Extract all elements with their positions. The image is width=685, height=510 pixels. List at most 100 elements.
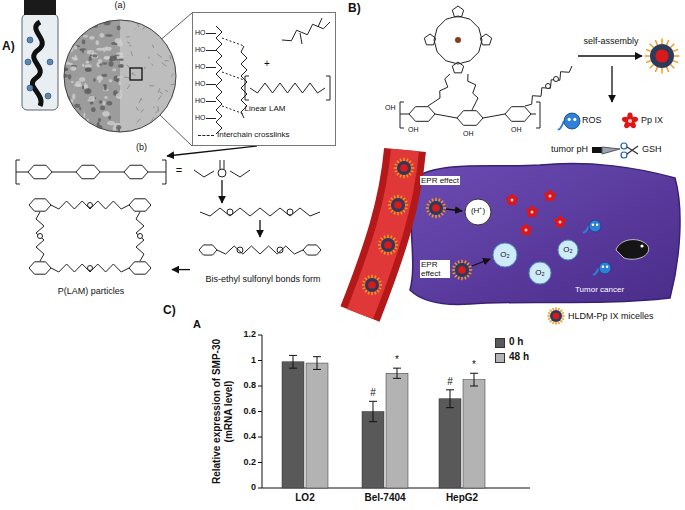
crosslink [222,38,244,46]
cell-eye [640,244,643,247]
texture-speck [99,64,102,66]
bond-line [300,33,302,44]
micelle-shell [673,61,678,63]
texture-speck [66,101,69,107]
sulfonyl-atom [88,266,93,271]
ros-body [599,262,611,274]
icon-label: tumor pH [538,144,588,154]
micelle-core [650,44,674,68]
petal [543,192,551,198]
micelle-shell [426,207,429,209]
texture-speck [70,66,76,70]
tick-mark [258,437,262,438]
lam-chain [216,26,222,134]
texture-speck [116,79,119,82]
micelle-shell [403,198,405,200]
ros-tail [593,268,599,274]
texture-fibre [127,42,130,44]
tick-label: 0 [234,482,256,492]
proton-label: (H⁺) [464,206,492,215]
micelle-icon [378,235,398,255]
texture-speck [62,68,68,71]
micelle-shell [650,64,654,68]
significance-mark: # [366,387,380,399]
ros-eye [606,266,608,268]
sugar-ring [29,199,51,211]
micelle-shell [410,171,413,172]
flower-center [531,211,534,214]
micelle-shell [439,214,440,217]
micelle-shell [442,211,445,212]
texture-speck [66,112,74,114]
petal [505,196,513,202]
texture-speck [116,125,121,129]
knife-handle [592,147,602,153]
petal [553,218,561,224]
vinyl-arm [230,170,250,177]
micelle-shell [363,288,366,289]
zoom-line [162,13,193,39]
dying-cell [616,240,649,260]
flower-center [559,221,562,224]
texture-fibre [164,122,166,126]
texture-speck [108,61,113,67]
atom-label: HO [195,97,209,105]
scissors-ring [621,152,627,158]
texture-fibre [144,67,146,70]
micelle-shell [389,201,392,202]
arrow [259,220,260,237]
sulfur-atom [227,209,233,215]
micelle-shell [378,288,381,289]
bond-line [220,160,221,169]
significance-mark: * [467,359,481,371]
micelle-shell [468,273,471,274]
node-shape [62,0,178,136]
axis-title: Relative expression of SMP-30 (mRNA leve… [211,331,234,491]
drug-core [400,164,408,172]
texture-speck [93,78,96,82]
texture-fibre [134,29,136,30]
micelle-icon [426,198,446,218]
texture-fibre [158,96,161,100]
micelle-core [455,263,469,277]
petal [621,116,631,124]
icon-label: Pp IX [641,115,677,125]
texture-fibre [127,84,130,89]
micelle-shell [465,261,466,264]
error-cap [446,407,454,408]
micelle-shell [453,273,456,274]
ppix-flower [519,224,532,237]
panel-letter: C) [163,304,183,318]
texture-fibre [149,21,151,24]
micelle-shell [452,269,455,271]
vessel-lumen [360,150,405,314]
texture-speck [98,118,101,122]
tick-mark [258,335,262,336]
texture-fibre [167,26,169,28]
texture-fibre [149,85,154,86]
micelle-core [381,238,395,252]
ros-creature [583,220,601,232]
micelle-shell [465,276,466,279]
texture-speck [74,104,80,108]
micelle-shell [404,201,407,202]
micelle-shell [397,161,399,163]
micelle-shell [379,241,382,242]
oxygen-bubble [493,243,517,267]
sugar-ring [29,262,51,274]
texture-speck [74,29,77,33]
micelle-shell [469,269,472,271]
texture-fibre [127,65,130,68]
sulfur-atom [218,169,226,177]
micelle-shell [461,260,463,263]
ros-eye [568,118,571,121]
atom-label: HO [195,29,209,37]
ros-body [589,220,601,232]
texture-speck [97,76,103,82]
texture-speck [83,27,87,29]
sulfur-atom [287,209,293,215]
flow-arrow [167,146,257,156]
sugar-ring [76,165,100,179]
oxygen-label: O₂ [495,250,515,259]
oxygen-label: O₂ [530,268,550,277]
